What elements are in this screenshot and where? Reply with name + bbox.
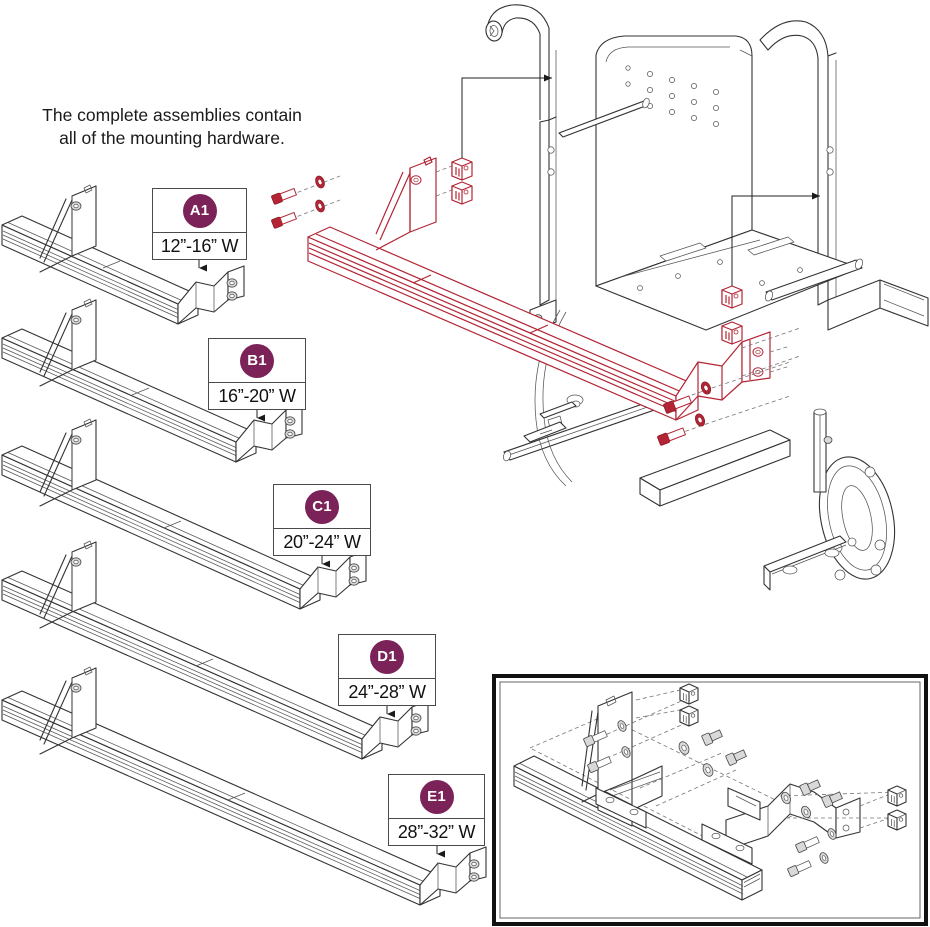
retainer-clips-upper	[435, 74, 552, 205]
washer	[315, 175, 325, 189]
rail-d1	[1, 570, 383, 760]
bracket-left-e1	[39, 666, 97, 755]
inset-bracket-right	[701, 783, 861, 865]
callout-c1-badge: C1	[305, 489, 339, 524]
assembly-note-line2: all of the mounting hardware.	[59, 128, 285, 149]
bolt	[663, 395, 693, 414]
retainer-clip	[721, 285, 743, 309]
assembly-d1	[1, 540, 429, 760]
callout-b1-badge-cell: B1	[209, 339, 305, 383]
inset-hardware	[583, 683, 907, 877]
retainer-clip	[887, 785, 907, 807]
callout-b1-badge: B1	[240, 343, 274, 378]
highlighted-rail-assembly	[307, 156, 771, 421]
callout-e1[interactable]: E1 28”-32” W	[388, 774, 485, 846]
callout-d1-badge: D1	[370, 639, 404, 674]
callout-e1-badge: E1	[419, 779, 454, 814]
callout-a1-badge-cell: A1	[153, 189, 246, 233]
callout-a1-badge: A1	[182, 193, 217, 228]
retainer-clip	[721, 321, 743, 345]
assembly-note: The complete assemblies contain all of t…	[22, 104, 322, 150]
bolt	[657, 427, 687, 446]
inset-hardware-detail	[492, 674, 928, 926]
inset-bracket-left	[581, 691, 663, 829]
retainer-clip	[679, 683, 699, 705]
assembly-e1	[1, 666, 487, 906]
wheelchair-frame	[485, 4, 929, 591]
assembly-c1	[1, 418, 367, 610]
callout-c1[interactable]: C1 20”-24” W	[273, 484, 371, 556]
washer	[700, 381, 712, 395]
assembly-a1	[1, 184, 245, 325]
callout-b1-range: 16”-20” W	[218, 385, 296, 406]
callout-a1[interactable]: A1 12”-16” W	[152, 188, 247, 260]
bracket-right-d1	[361, 700, 429, 760]
bracket-left-a1	[39, 184, 97, 273]
bracket-right-c1	[299, 550, 367, 610]
bracket-left-c1	[39, 418, 97, 507]
bracket-left-d1	[39, 540, 97, 629]
bracket-left-b1	[39, 298, 97, 387]
washer	[694, 413, 706, 427]
caster-mount-disc	[818, 456, 896, 581]
retainer-clip	[451, 157, 473, 181]
bracket-right-b1	[235, 403, 303, 463]
callout-c1-badge-cell: C1	[274, 485, 370, 529]
callout-e1-range: 28”-32” W	[397, 821, 476, 842]
callout-e1-badge-cell: E1	[389, 775, 484, 819]
callout-a1-range: 12”-16” W	[160, 235, 239, 256]
retainer-clip	[679, 705, 699, 727]
hardware-upper-left	[271, 175, 341, 229]
bracket-right-e1	[419, 846, 487, 906]
washer	[315, 199, 325, 213]
hardware-lower-right	[657, 327, 801, 446]
callout-c1-range: 20”-24” W	[283, 531, 361, 552]
callout-b1[interactable]: B1 16”-20” W	[208, 338, 306, 410]
callout-d1-range: 24”-28” W	[348, 681, 426, 702]
assembly-note-line1: The complete assemblies contain	[42, 105, 302, 125]
bolt	[271, 187, 298, 205]
bolt	[271, 211, 298, 229]
retainer-clips-right	[721, 192, 820, 373]
callout-d1-badge-cell: D1	[339, 635, 435, 679]
callout-d1[interactable]: D1 24”-28” W	[338, 634, 436, 706]
assembly-b1	[1, 298, 303, 463]
main-exploded-assembly	[271, 4, 929, 591]
retainer-clip	[451, 181, 473, 205]
clip-leader-left	[461, 74, 552, 158]
bracket-right-a1	[177, 265, 245, 325]
rail-e1	[1, 690, 441, 906]
clip-leader-right	[731, 192, 820, 286]
retainer-clip	[887, 809, 907, 831]
